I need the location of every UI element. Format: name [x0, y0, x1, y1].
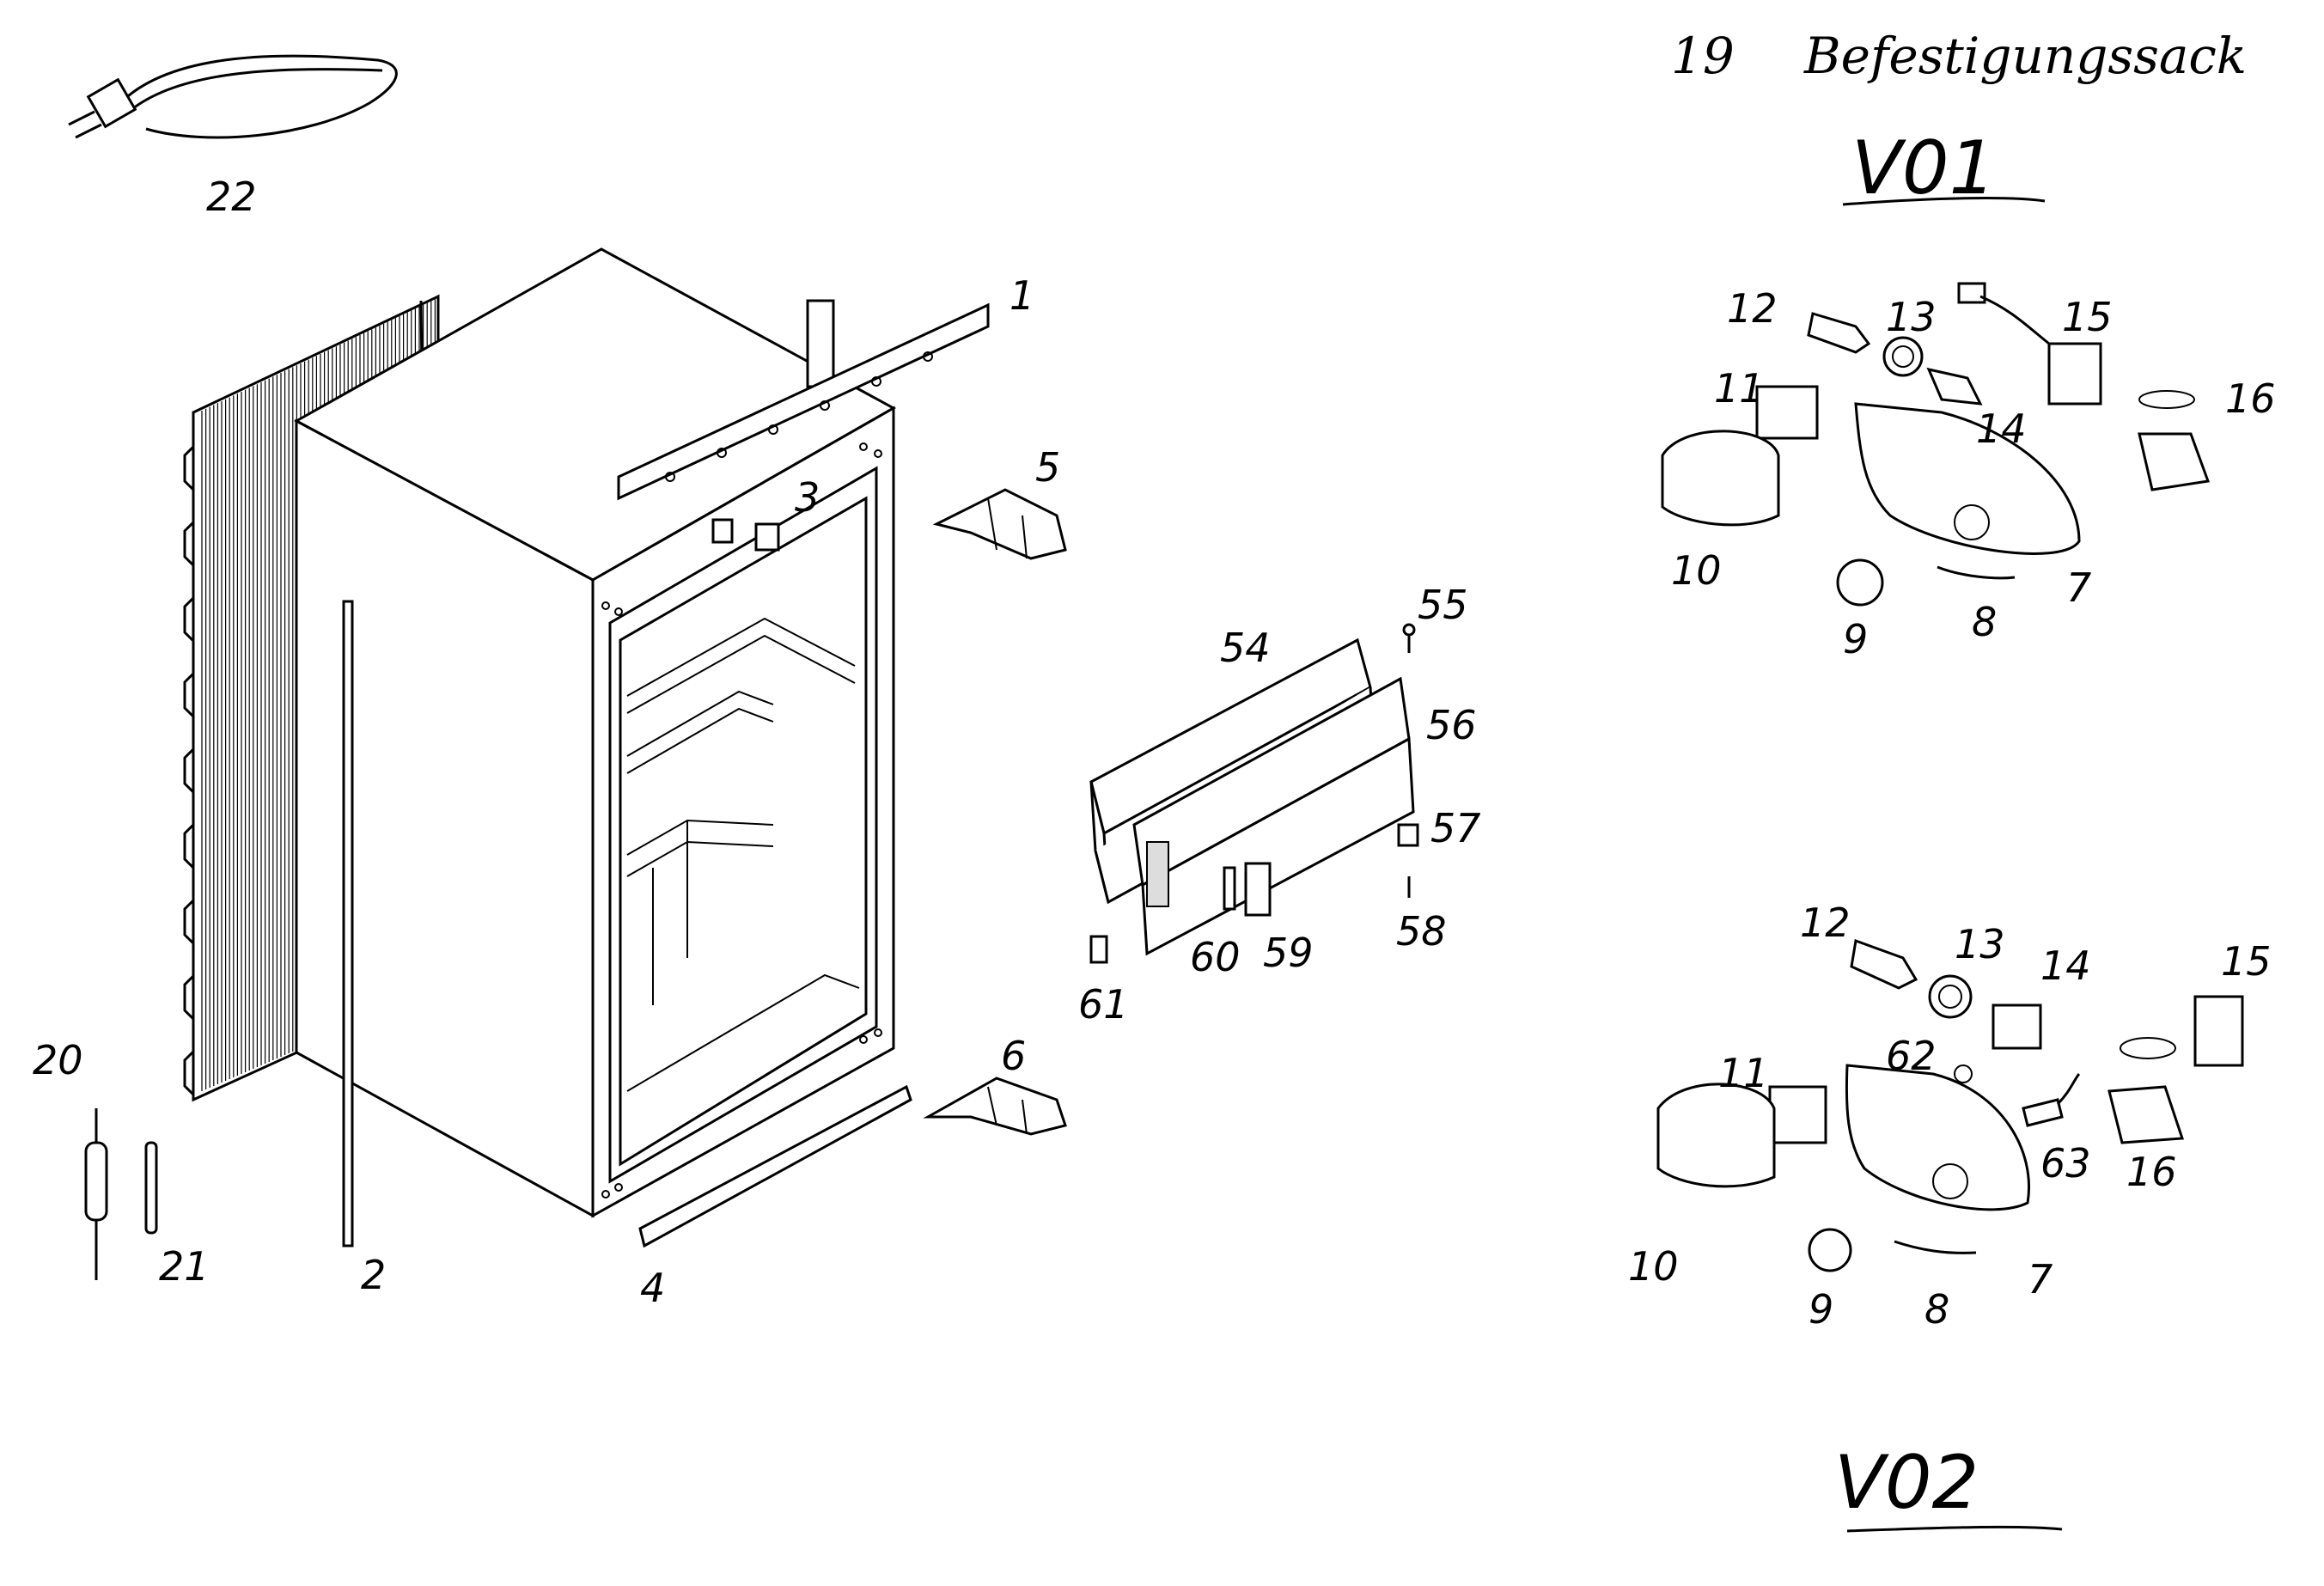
freezer-door-part — [1132, 676, 1415, 956]
v02-thermostat-assembly — [1656, 938, 2244, 1272]
label-part-54: 54 — [1220, 625, 1271, 671]
label-v02-13: 13 — [1955, 921, 2005, 967]
label-part-1: 1 — [1010, 272, 1034, 319]
label-part-60: 60 — [1190, 934, 1241, 980]
label-part-22: 22 — [206, 174, 257, 220]
handle-part-59 — [1244, 862, 1272, 917]
label-part-57: 57 — [1430, 805, 1481, 851]
label-v02-15: 15 — [2221, 938, 2272, 985]
label-v01-14: 14 — [1976, 406, 2027, 452]
label-v02-10: 10 — [1628, 1243, 1679, 1290]
label-v01-16: 16 — [2225, 375, 2276, 422]
label-part-2: 2 — [361, 1252, 386, 1298]
label-v02-9: 9 — [1809, 1286, 1833, 1333]
label-v02-16: 16 — [2126, 1149, 2177, 1195]
label-v02-11: 11 — [1718, 1050, 1769, 1096]
label-v02-8: 8 — [1924, 1286, 1949, 1333]
label-part-56: 56 — [1426, 702, 1477, 748]
label-part-4: 4 — [640, 1265, 665, 1311]
label-v01-15: 15 — [2062, 294, 2113, 340]
catch-part-57 — [1397, 823, 1419, 847]
label-v01-11: 11 — [1714, 365, 1765, 412]
label-part-21: 21 — [159, 1243, 210, 1290]
variant-title-v02: V02 — [1834, 1440, 1979, 1526]
label-part-20: 20 — [33, 1037, 83, 1083]
label-v02-14: 14 — [2040, 942, 2091, 989]
label-v02-62: 62 — [1886, 1033, 1937, 1079]
bag-number: 19 — [1671, 27, 1735, 85]
sensor-part-21 — [144, 1141, 158, 1235]
label-v01-8: 8 — [1972, 599, 1997, 645]
label-part-58: 58 — [1396, 908, 1447, 955]
label-v01-7: 7 — [2066, 564, 2091, 611]
label-part-61: 61 — [1078, 981, 1129, 1028]
label-v02-63: 63 — [2040, 1140, 2091, 1186]
label-v02-7: 7 — [2028, 1256, 2053, 1302]
power-cord-part — [68, 54, 398, 139]
label-part-5: 5 — [1035, 444, 1060, 491]
variant-underline-v01 — [1842, 197, 2046, 206]
v01-thermostat-assembly — [1661, 282, 2211, 607]
label-part-3: 3 — [795, 474, 820, 521]
upper-hinge-part — [932, 488, 1067, 560]
label-v01-12: 12 — [1727, 285, 1778, 332]
bag-label: Befestigungssack — [1803, 27, 2247, 85]
label-part-59: 59 — [1263, 930, 1314, 976]
bottom-strip-part — [638, 1084, 912, 1248]
clip-part-61 — [1089, 935, 1108, 964]
label-part-55: 55 — [1418, 582, 1468, 628]
label-v01-10: 10 — [1671, 547, 1722, 594]
lower-hinge-part — [923, 1077, 1067, 1136]
label-v01-9: 9 — [1843, 616, 1868, 662]
screw-part-55 — [1402, 623, 1416, 653]
label-part-6: 6 — [1001, 1033, 1026, 1079]
label-v01-13: 13 — [1886, 294, 1937, 340]
vertical-strip-part — [342, 600, 354, 1247]
sensor-part-20 — [84, 1108, 108, 1280]
pin-part-60 — [1223, 866, 1236, 911]
cabinet-body — [293, 247, 897, 1218]
small-bracket-part — [711, 518, 780, 552]
label-v02-12: 12 — [1800, 900, 1851, 946]
top-rail-part — [617, 299, 990, 501]
variant-underline-v02 — [1846, 1525, 2063, 1533]
